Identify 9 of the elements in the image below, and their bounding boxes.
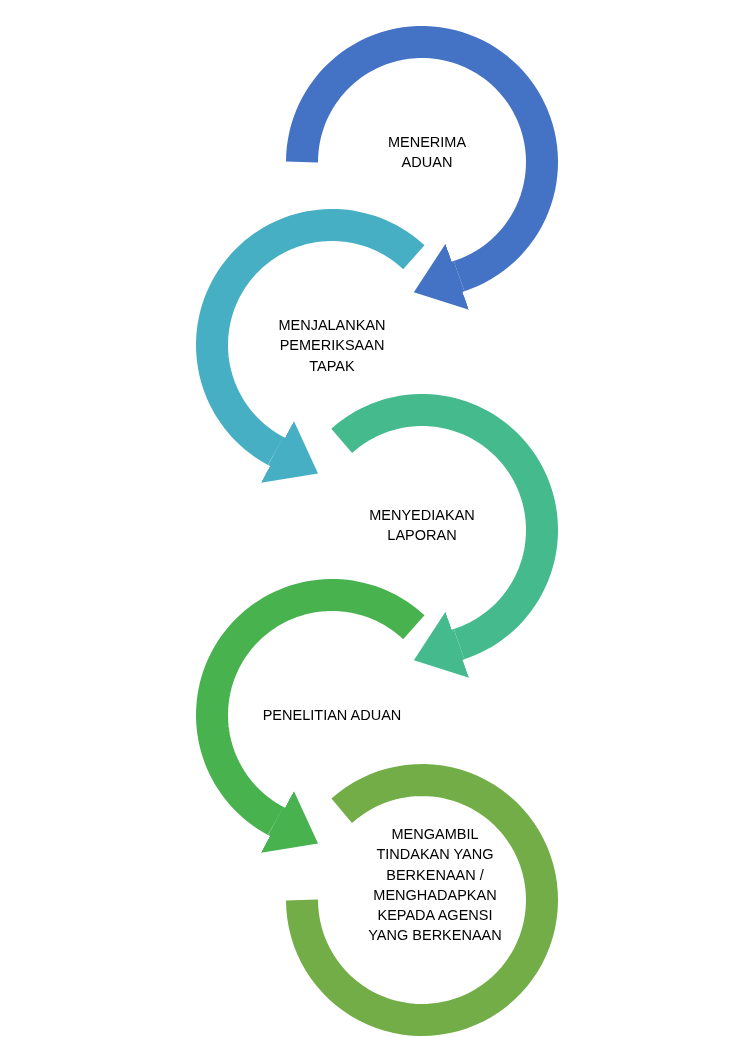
step-label: MENYEDIAKAN LAPORAN bbox=[368, 505, 476, 545]
arrow bbox=[260, 421, 318, 483]
arrow bbox=[413, 611, 469, 678]
step-label: MENJALANKAN PEMERIKSAAN TAPAK bbox=[277, 315, 387, 376]
step-label: MENGAMBIL TINDAKAN YANG BERKENAAN / MENGHADAPKAN KEPADA AGENSI YANG BERKENAAN bbox=[367, 825, 503, 946]
arrow bbox=[260, 791, 318, 853]
arrow bbox=[413, 243, 469, 310]
step-label: PENELITIAN ADUAN bbox=[261, 705, 403, 725]
step-label: MENERIMA ADUAN bbox=[386, 132, 468, 172]
